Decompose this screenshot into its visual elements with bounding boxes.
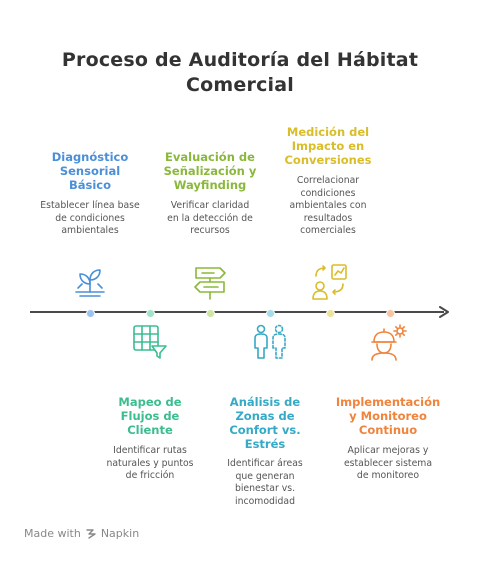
timeline-line	[30, 311, 444, 313]
step-2-heading: Mapeo de Flujos de Cliente	[118, 395, 182, 437]
step-6-description: Aplicar mejoras y establecer sistema de …	[343, 445, 433, 481]
step-2-description: Identificar rutas naturales y puntos de …	[106, 445, 194, 481]
timeline-dot-2	[146, 308, 155, 318]
diagram-title: Proceso de Auditoría del Hábitat Comerci…	[40, 48, 440, 98]
title-line-1: Proceso de Auditoría del Hábitat	[61, 49, 419, 71]
napkin-logo-icon	[86, 528, 96, 539]
step-3-heading: Evaluación de Señalización y Wayfinding	[163, 150, 257, 192]
timeline-dot-6	[386, 308, 395, 318]
step-6-heading: Implementación y Monitoreo Continuo	[335, 395, 441, 437]
step-5-heading: Medición del Impacto en Conversiones	[284, 125, 372, 167]
timeline-dot-1	[86, 308, 95, 318]
napkin-brand: Napkin	[100, 527, 140, 540]
plant-growth-icon	[75, 269, 105, 297]
timeline-arrow-icon	[439, 306, 449, 318]
step-4-description: Identificar áreas que generan bienestar …	[227, 458, 303, 507]
timeline-dot-3	[206, 308, 215, 318]
step-4-heading: Análisis de Zonas de Confort vs. Estrés	[229, 395, 301, 451]
step-5-description: Correlacionar condiciones ambientales co…	[289, 175, 367, 236]
made-with-footer: Made with Napkin	[24, 527, 139, 540]
timeline-dot-4	[266, 308, 275, 318]
table-filter-icon	[133, 325, 167, 359]
made-with-label: Made with	[24, 527, 81, 540]
people-comparison-icon	[254, 324, 286, 359]
timeline-dot-5	[326, 308, 335, 318]
step-3-description: Verificar claridad en la detección de re…	[167, 200, 253, 236]
worker-gear-icon	[371, 324, 407, 361]
person-chart-icon	[312, 264, 347, 300]
step-1-heading: Diagnóstico Sensorial Básico	[51, 150, 129, 192]
signpost-icon	[194, 267, 226, 300]
step-1-description: Establecer línea base de condiciones amb…	[40, 200, 140, 236]
title-line-2: Comercial	[186, 74, 294, 96]
